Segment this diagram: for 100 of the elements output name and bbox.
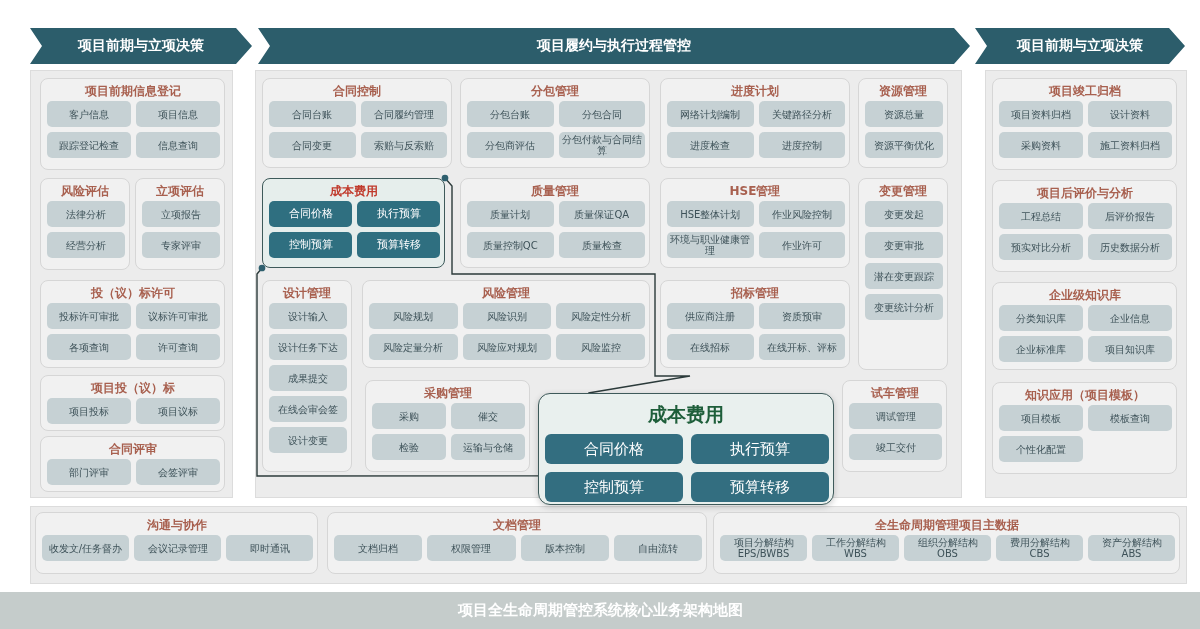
function-tile: 作业许可	[758, 232, 845, 258]
function-tile: 变更审批	[865, 232, 943, 258]
function-tile: 许可查询	[136, 334, 220, 360]
function-tile: 风险定性分析	[556, 303, 645, 329]
phase-banner: 项目前期与立项决策	[30, 28, 252, 64]
function-tile: 资质预审	[758, 303, 845, 329]
function-tile: 工程总结	[999, 203, 1083, 229]
function-tile: 执行预算	[691, 434, 829, 464]
function-tile: 合同价格	[269, 201, 352, 227]
function-tile: 在线开标、评标	[758, 334, 845, 360]
function-tile: 分包商评估	[467, 132, 554, 158]
function-tile: 风险监控	[556, 334, 645, 360]
function-tile: 项目议标	[136, 398, 220, 424]
module-title: 项目竣工归档	[1047, 83, 1122, 100]
phase-banner: 项目履约与执行过程管控	[258, 28, 970, 64]
function-tile: 项目资料归档	[999, 101, 1083, 127]
module-card	[135, 178, 225, 270]
function-tile: 检验	[372, 434, 446, 460]
module-card	[262, 178, 445, 268]
function-tile: 法律分析	[47, 201, 125, 227]
module-title: 试车管理	[869, 385, 920, 402]
function-tile: 催交	[451, 403, 525, 429]
function-tile: 专家评审	[142, 232, 220, 258]
function-tile: 作业风险控制	[758, 201, 845, 227]
function-tile: 质量计划	[467, 201, 554, 227]
function-tile: 经营分析	[47, 232, 125, 258]
module-card	[842, 380, 947, 472]
module-title: 风险评估	[60, 183, 110, 200]
function-tile: HSE整体计划	[667, 201, 754, 227]
function-tile: 议标许可审批	[136, 303, 220, 329]
module-card	[713, 512, 1180, 574]
module-title: 立项评估	[155, 183, 205, 200]
module-title: 质量管理	[530, 183, 580, 200]
function-tile: 资产分解结构 ABS	[1088, 535, 1175, 561]
function-tile: 预算转移	[357, 232, 440, 258]
function-tile: 项目模板	[999, 405, 1083, 431]
function-tile: 费用分解结构 CBS	[996, 535, 1083, 561]
module-card	[327, 512, 707, 574]
function-tile: 分包台账	[467, 101, 554, 127]
function-tile: 资源总量	[865, 101, 943, 127]
module-card	[992, 78, 1177, 170]
module-card	[460, 178, 650, 268]
function-tile: 会签评审	[136, 459, 220, 485]
module-title: 沟通与协作	[145, 517, 208, 534]
function-tile: 控制预算	[269, 232, 352, 258]
module-title: 文档管理	[492, 517, 542, 534]
module-title: 知识应用（项目模板）	[1023, 387, 1146, 404]
function-tile: 风险识别	[462, 303, 552, 329]
function-tile: 变更统计分析	[865, 294, 943, 320]
function-tile: 质量控制QC	[467, 232, 554, 258]
module-card	[35, 512, 318, 574]
function-tile: 在线招标	[667, 334, 754, 360]
function-tile: 设计资料	[1088, 101, 1172, 127]
module-card	[40, 436, 225, 492]
function-tile: 跟踪登记检查	[47, 132, 131, 158]
module-card	[858, 78, 948, 168]
function-tile: 项目信息	[136, 101, 220, 127]
function-tile: 风险定量分析	[369, 334, 458, 360]
module-card	[40, 375, 225, 431]
function-tile: 质量保证QA	[558, 201, 645, 227]
title-banner: 项目全生命周期管控系统核心业务架构地图	[0, 592, 1200, 629]
module-card	[262, 280, 352, 472]
function-tile: 设计输入	[269, 303, 347, 329]
function-tile: 合同履约管理	[360, 101, 447, 127]
function-tile: 进度检查	[667, 132, 754, 158]
function-tile: 潜在变更跟踪	[865, 263, 943, 289]
function-tile: 采购资料	[999, 132, 1083, 158]
module-title: 进度计划	[730, 83, 780, 100]
phase-banner: 项目前期与立项决策	[975, 28, 1185, 64]
function-tile: 组织分解结构 OBS	[904, 535, 991, 561]
connector-line	[256, 264, 539, 477]
function-tile: 竣工交付	[849, 434, 942, 460]
module-card	[660, 178, 850, 268]
function-tile: 版本控制	[520, 535, 609, 561]
module-title: 合同评审	[107, 441, 158, 458]
module-title: 成本费用	[647, 402, 725, 427]
module-title: 成本费用	[328, 183, 379, 200]
function-tile: 企业信息	[1088, 305, 1172, 331]
module-title: 企业级知识库	[1047, 287, 1122, 304]
function-tile: 即时通讯	[226, 535, 313, 561]
function-tile: 供应商注册	[667, 303, 754, 329]
function-tile: 会议记录管理	[134, 535, 221, 561]
module-title: 风险管理	[481, 285, 531, 302]
function-tile: 客户信息	[47, 101, 131, 127]
function-tile: 立项报告	[142, 201, 220, 227]
function-tile: 文档归档	[334, 535, 423, 561]
function-tile: 在线会审会签	[269, 396, 347, 422]
module-title: 设计管理	[281, 285, 332, 302]
module-card	[40, 178, 130, 270]
function-tile: 成果提交	[269, 365, 347, 391]
function-tile: 预算转移	[691, 472, 829, 502]
function-tile: 项目知识库	[1088, 336, 1172, 362]
function-tile: 分包付款与合同结算	[558, 132, 645, 158]
module-title: 分包管理	[530, 83, 580, 100]
function-tile: 分包合同	[558, 101, 645, 127]
module-title: HSE管理	[728, 183, 782, 200]
connector-line	[441, 174, 691, 394]
module-title: 招标管理	[730, 285, 780, 302]
module-card	[660, 78, 850, 168]
function-tile: 工作分解结构 WBS	[812, 535, 899, 561]
